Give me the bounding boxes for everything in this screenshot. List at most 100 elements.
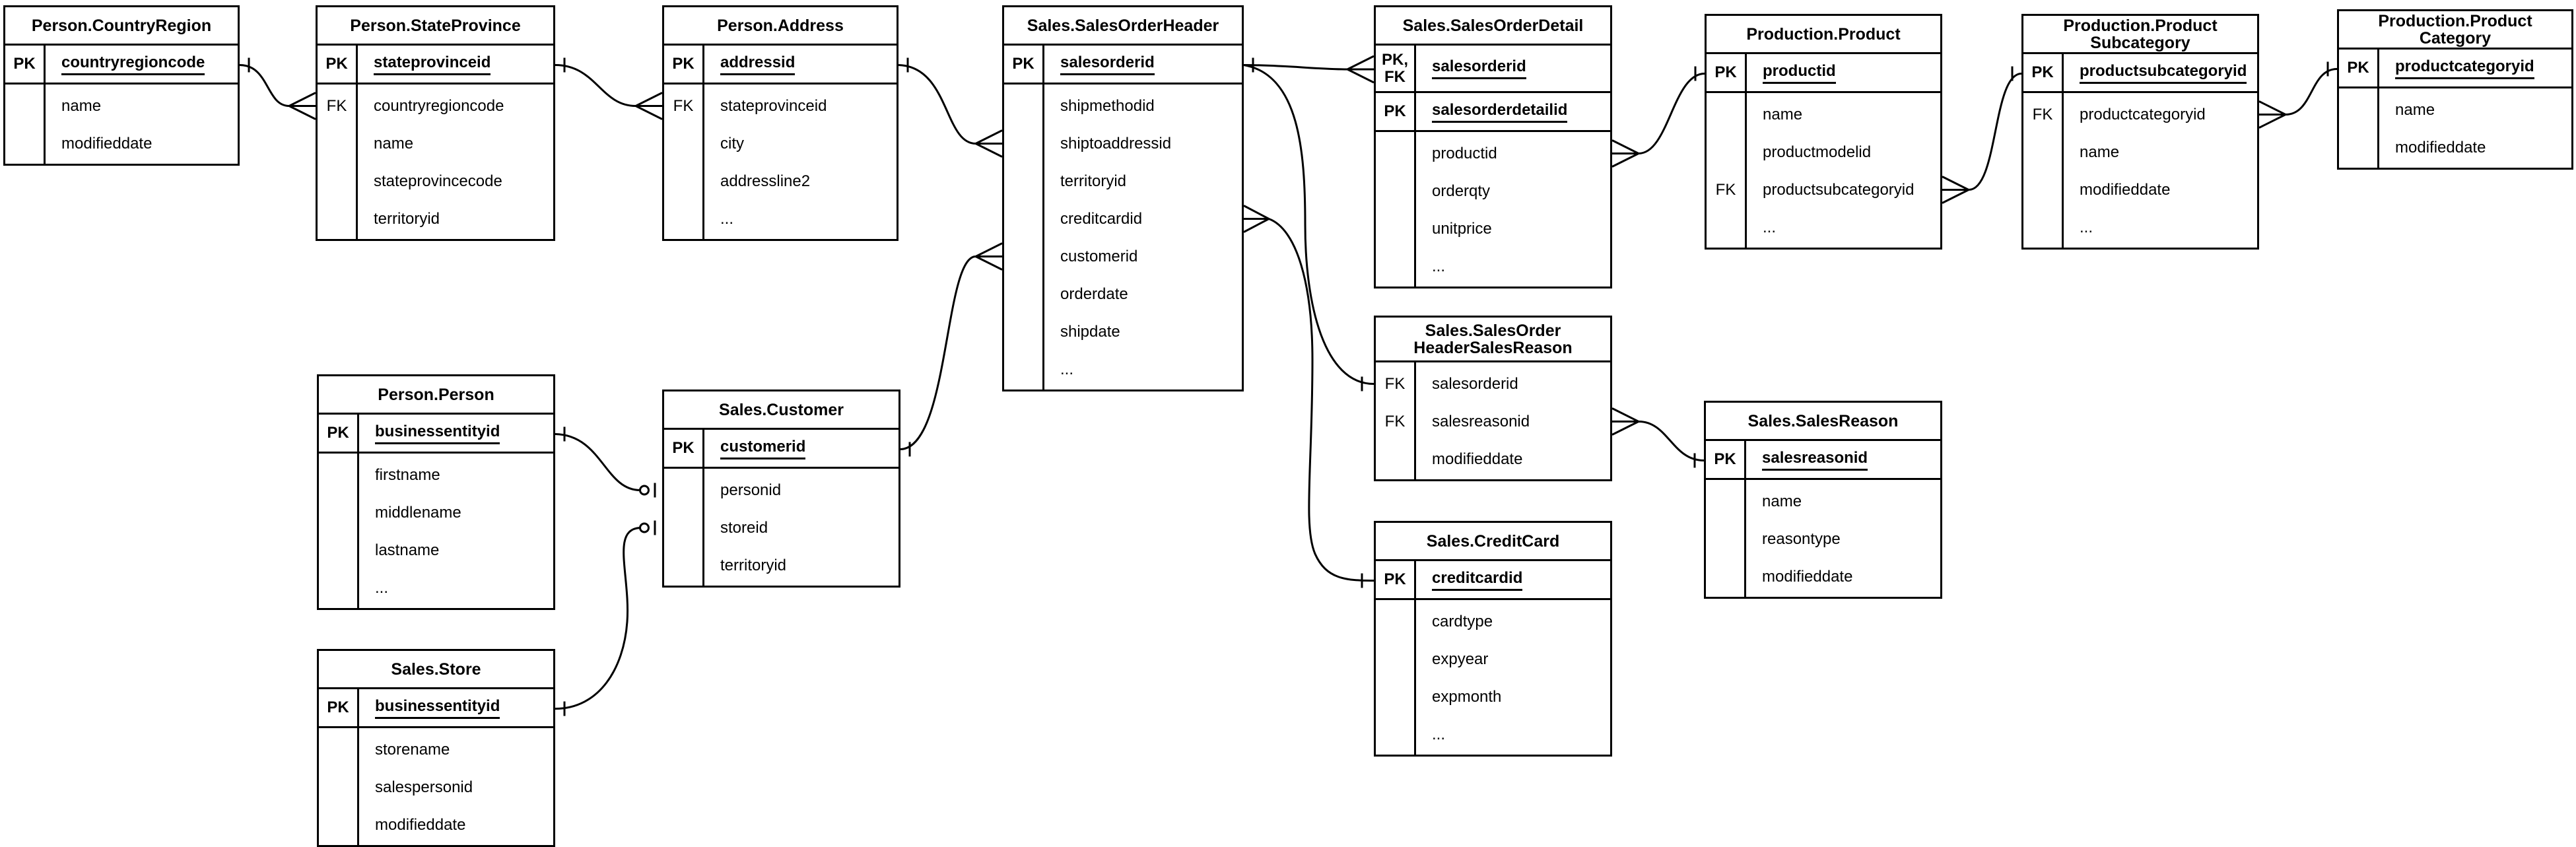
- table-title: Sales.SalesOrderHeader: [1004, 7, 1242, 46]
- key-label: [5, 87, 44, 125]
- field-name: name: [2080, 143, 2120, 161]
- key-label: [664, 125, 702, 162]
- key-label: [319, 731, 357, 768]
- field-row: name: [5, 87, 238, 125]
- field-name: ...: [1432, 257, 1446, 275]
- key-label: [664, 162, 702, 200]
- key-label: [1004, 162, 1042, 200]
- field-row: orderdate: [1004, 275, 1242, 313]
- field-name: storeid: [720, 518, 768, 537]
- key-row: PK salesreasonid: [1706, 441, 1940, 480]
- field-name: stateprovinceid: [356, 46, 491, 83]
- field-row: personid: [664, 471, 898, 509]
- field-row: name: [2339, 91, 2571, 129]
- field-name: customerid: [702, 430, 806, 467]
- key-row: PK stateprovinceid: [318, 46, 553, 85]
- key-label: PK: [1714, 450, 1736, 468]
- field-name: productid: [1745, 54, 1836, 91]
- connector-salesorderheader-salesorderdetail: [1243, 55, 1374, 84]
- key-label: [2023, 209, 2062, 246]
- field-name: countryregioncode: [374, 96, 504, 115]
- key-column-divider: [2062, 54, 2064, 248]
- field-row: ...: [1707, 209, 1940, 246]
- connector-store-customer: [555, 520, 656, 716]
- field-row: reasontype: [1706, 520, 1940, 558]
- field-row: firstname: [319, 456, 553, 494]
- key-label: [318, 200, 356, 238]
- key-label: [1707, 96, 1745, 133]
- table-title: Sales.SalesOrderDetail: [1376, 7, 1610, 46]
- key-label: [1376, 248, 1414, 285]
- field-name: orderdate: [1060, 285, 1128, 303]
- table-title-line: Sales.CreditCard: [1426, 531, 1560, 551]
- field-row: name: [1707, 96, 1940, 133]
- field-name: firstname: [375, 465, 440, 484]
- key-label: [1004, 200, 1042, 238]
- connector-person-customer: [555, 426, 656, 498]
- key-label: [319, 569, 357, 607]
- key-label: [1376, 640, 1414, 678]
- field-name: ...: [720, 209, 734, 228]
- field-name: stateprovinceid: [720, 96, 827, 115]
- field-name: creditcardid: [1414, 561, 1523, 598]
- field-row: ...: [2023, 209, 2257, 246]
- field-name: expyear: [1432, 650, 1489, 668]
- key-label: [664, 547, 702, 584]
- field-row: shipdate: [1004, 313, 1242, 351]
- field-name: name: [1762, 492, 1802, 510]
- field-name: countryregioncode: [44, 46, 205, 83]
- field-row: name: [1706, 483, 1940, 520]
- field-name: salesreasonid: [1744, 441, 1868, 478]
- field-row: territoryid: [664, 547, 898, 584]
- field-name: territoryid: [1060, 172, 1127, 190]
- key-label: PK: [672, 439, 695, 457]
- field-row: territoryid: [1004, 162, 1242, 200]
- key-row: PK customerid: [664, 430, 898, 469]
- key-label: [1004, 313, 1042, 351]
- field-row: productid: [1376, 135, 1610, 172]
- key-label: [1376, 210, 1414, 248]
- field-name: name: [1763, 105, 1803, 123]
- field-row: name: [318, 125, 553, 162]
- field-name: reasontype: [1762, 529, 1841, 548]
- field-row: ...: [1376, 248, 1610, 285]
- field-name: cardtype: [1432, 612, 1493, 630]
- key-label: [664, 200, 702, 238]
- field-row: ...: [319, 569, 553, 607]
- field-row: territoryid: [318, 200, 553, 238]
- field-row: storename: [319, 731, 553, 768]
- field-name: territoryid: [374, 209, 440, 228]
- key-label: [2023, 133, 2062, 171]
- table-title-line: Production.Product: [2378, 11, 2532, 30]
- table-title-line: Subcategory: [2090, 33, 2190, 52]
- table-title: Sales.Store: [319, 651, 553, 689]
- table-title-line: Category: [2419, 28, 2491, 48]
- key-label: PK: [1012, 55, 1034, 73]
- field-row: stateprovincecode: [318, 162, 553, 200]
- connector-productsubcategory-productcategory: [2258, 61, 2338, 129]
- key-label: PK: [325, 55, 348, 73]
- field-row: expyear: [1376, 640, 1610, 678]
- key-column-divider: [1745, 54, 1747, 248]
